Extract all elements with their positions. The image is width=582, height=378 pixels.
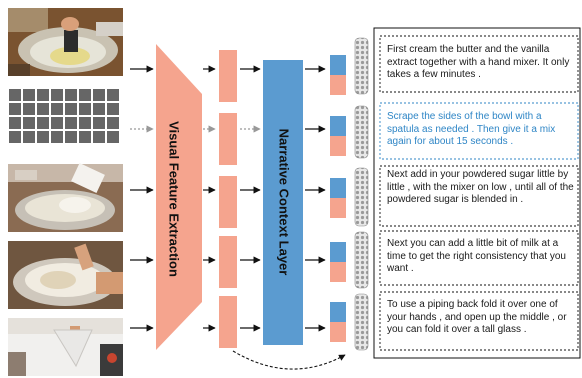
mask-tile [107, 103, 119, 115]
caption-container [373, 27, 581, 359]
mask-tile [79, 131, 91, 143]
caption-text-2: Scrape the sides of the bowl with a spat… [387, 111, 556, 148]
mask-tile [65, 131, 77, 143]
frame-arrows [130, 65, 154, 332]
mask-tile [23, 131, 35, 143]
caption-text-1: First cream the butter and the vanilla e… [387, 44, 570, 81]
mask-tile [51, 103, 63, 115]
mask-tile [23, 89, 35, 101]
mask-tile [23, 117, 35, 129]
mask-tile [93, 103, 105, 115]
mask-tile [23, 103, 35, 115]
mask-tile [93, 89, 105, 101]
mask-tile [9, 117, 21, 129]
narrative-context-layer [263, 60, 303, 345]
feature-extraction-module [156, 44, 202, 350]
recurrence-arrow [232, 350, 346, 370]
mask-tile [93, 131, 105, 143]
context-layer-label: Narrative Context Layer [277, 129, 292, 276]
caption-box-2 [379, 102, 579, 160]
mask-tile [9, 103, 21, 115]
video-frame-3 [8, 163, 123, 232]
caption-text-5: To use a piping back fold it over one of… [387, 299, 567, 336]
decoder-beads [354, 37, 369, 351]
mask-tile [37, 103, 49, 115]
mask-tile [79, 103, 91, 115]
caption-box-1 [379, 35, 579, 93]
mask-tile [107, 89, 119, 101]
feature-vectors [219, 50, 237, 348]
caption-text-4: Next you can add a little bit of milk at… [387, 238, 566, 275]
mask-tile [65, 103, 77, 115]
mask-tile [37, 117, 49, 129]
video-frame-4 [8, 241, 123, 309]
context-output-arrows [305, 65, 326, 332]
caption-box-3 [379, 165, 579, 227]
feature-extraction-label: Visual Feature Extraction [167, 121, 182, 277]
mask-tile [51, 131, 63, 143]
mask-tile [65, 117, 77, 129]
mask-tile [9, 131, 21, 143]
video-frame-5 [8, 318, 123, 376]
mask-tile [107, 117, 119, 129]
mask-tile [79, 117, 91, 129]
masked-frame-grid [9, 89, 119, 143]
caption-text-3: Next add in your powdered sugar little b… [387, 169, 574, 206]
mask-tile [37, 89, 49, 101]
output-vectors [330, 55, 346, 342]
mask-tile [93, 117, 105, 129]
video-frame-1 [8, 8, 123, 76]
mask-tile [107, 131, 119, 143]
mask-tile [51, 89, 63, 101]
mask-tile [9, 89, 21, 101]
mask-tile [51, 117, 63, 129]
caption-box-4 [379, 230, 579, 286]
mask-tile [37, 131, 49, 143]
feature-arrows [203, 65, 216, 332]
mask-tile [79, 89, 91, 101]
caption-box-5 [379, 291, 579, 351]
context-input-arrows [240, 65, 261, 332]
mask-tile [65, 89, 77, 101]
